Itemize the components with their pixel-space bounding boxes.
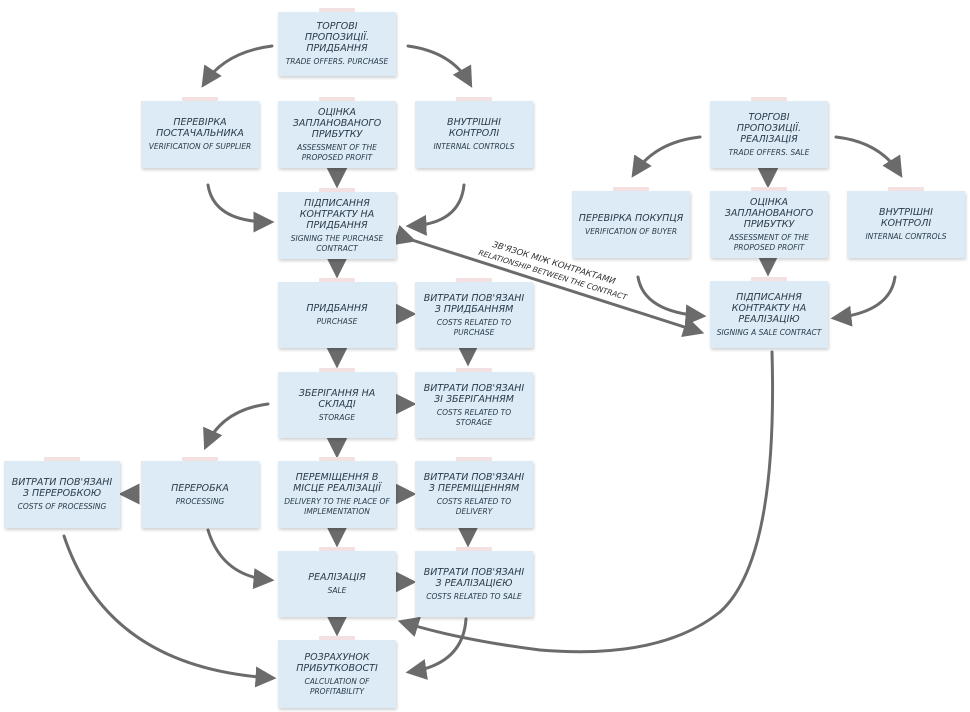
node-trade-sale: Торгові пропозиції. РеалізаціяTrade offe… <box>710 97 828 168</box>
arrow-trade-to-internal-p <box>406 44 473 88</box>
node-costs-delivery: Витрати пов'язані з переміщеннямCosts re… <box>415 457 533 528</box>
node-purchase-en: Purchase <box>316 317 358 326</box>
node-assess-profit-sale-en: Assessment of the proposed profit <box>729 232 809 252</box>
node-trade-purchase: Торгові пропозиції. ПридбанняTrade offer… <box>278 8 396 76</box>
arrow-contract-relationship <box>393 224 705 337</box>
arrow-internal-s-to-sign <box>830 275 897 327</box>
arrow-processing-to-sale <box>206 528 275 590</box>
node-trade-sale-ua: Торгові пропозиції. Реалізація <box>736 111 802 145</box>
node-costs-delivery-ua: Витрати пов'язані з переміщенням <box>423 472 525 494</box>
node-assess-profit-sale: Оцінка запланованого прибуткуAssessment … <box>710 187 828 258</box>
node-assess-profit-sale-ua: Оцінка запланованого прибутку <box>724 196 814 230</box>
node-verify-buyer-ua: Перевірка покупця <box>578 212 684 224</box>
node-internal-controls-sale-en: Internal controls <box>865 232 947 241</box>
node-sign-purchase-contract: Підписання контракту на придбанняSigning… <box>278 188 396 259</box>
node-verify-buyer-en: Verification of buyer <box>584 226 678 236</box>
node-processing: ПереробкаProcessing <box>141 457 259 528</box>
node-storage-en: Storage <box>318 412 356 422</box>
node-processing-ua: Переробка <box>171 482 229 494</box>
node-verify-supplier-ua: Перевірка постачальника <box>156 117 244 139</box>
node-processing-en: Processing <box>175 496 225 506</box>
arrow-sign-sale-to-sale <box>397 350 775 654</box>
node-assess-profit-purchase-en: Assessment of the proposed profit <box>297 142 377 162</box>
node-delivery: Переміщення в місце реалізаціїDelivery t… <box>278 457 396 528</box>
node-sale-ua: Реалізація <box>308 572 366 583</box>
node-verify-supplier-en: Verification of supplier <box>148 142 252 151</box>
node-costs-purchase-ua: Витрати пов'язані з придбанням <box>423 292 525 315</box>
node-costs-storage-ua: Витрати пов'язані зі зберіганням <box>423 382 525 405</box>
node-sign-sale-contract: Підписання контракту на реалізаціюSignin… <box>710 277 828 348</box>
node-purchase-ua: Придбання <box>306 303 368 314</box>
node-verify-supplier: Перевірка постачальникаVerification of s… <box>141 97 259 168</box>
node-trade-sale-en: Trade offers. Sale <box>728 147 810 157</box>
node-assess-profit-purchase: Оцінка запланованого прибуткуAssessment … <box>278 97 396 168</box>
node-calc-profitability-ua: Розрахунок прибутковості <box>296 651 378 674</box>
node-costs-purchase: Витрати пов'язані з придбаннямCosts rela… <box>415 278 533 348</box>
node-storage: Зберігання на складіStorage <box>278 368 396 438</box>
node-internal-controls-purchase-en: Internal controls <box>433 142 515 151</box>
node-sign-purchase-contract-ua: Підписання контракту на придбання <box>299 197 375 231</box>
node-costs-sale-ua: Витрати пов'язані з реалізацією <box>423 566 525 589</box>
node-costs-sale: Витрати пов'язані з реалізацієюCosts rel… <box>415 547 533 617</box>
node-delivery-en: Delivery to the place of implementation <box>284 497 390 516</box>
node-costs-processing-en: Costs of processing <box>17 502 107 511</box>
node-trade-purchase-en: Trade offers. Purchase <box>285 57 389 66</box>
node-sign-sale-contract-ua: Підписання контракту на реалізацію <box>731 291 807 325</box>
node-internal-controls-purchase-ua: Внутрішні контролі <box>447 117 501 139</box>
arrow-internal-p-to-sign <box>405 183 466 236</box>
node-trade-purchase-ua: Торгові пропозиції. Придбання <box>304 21 370 54</box>
node-purchase: ПридбанняPurchase <box>278 278 396 348</box>
node-costs-storage-en: Costs related to storage <box>436 407 512 427</box>
arrow-verify-supplier-to-sign <box>206 183 275 233</box>
node-costs-delivery-en: Costs related to delivery <box>436 497 512 516</box>
node-assess-profit-purchase-ua: Оцінка запланованого прибутку <box>292 106 382 140</box>
node-costs-storage: Витрати пов'язані зі зберіганнямCosts re… <box>415 368 533 438</box>
node-costs-processing: Витрати пов'язані з переробкоюCosts of p… <box>4 457 120 528</box>
arrow-trade-sale-to-internal-s <box>834 135 903 178</box>
node-calc-profitability: Розрахунок прибутковостіCalculation of p… <box>278 636 396 708</box>
node-costs-purchase-en: Costs related to purchase <box>436 317 512 337</box>
arrow-trade-sale-to-verify-buyer <box>631 135 702 178</box>
node-calc-profitability-en: Calculation of profitability <box>304 676 370 696</box>
node-delivery-ua: Переміщення в місце реалізації <box>293 472 381 494</box>
node-internal-controls-sale: Внутрішні контроліInternal controls <box>847 187 965 258</box>
node-internal-controls-sale-ua: Внутрішні контролі <box>879 207 933 229</box>
arrow-storage-to-processing <box>203 402 270 451</box>
node-internal-controls-purchase: Внутрішні контроліInternal controls <box>415 97 533 168</box>
node-sign-sale-contract-en: Signing a sale contract <box>716 327 822 337</box>
node-sign-purchase-contract-en: Signing the purchase contract <box>290 233 384 253</box>
node-costs-sale-en: Costs related to sale <box>426 591 522 601</box>
arrow-verify-buyer-to-sign <box>636 275 707 326</box>
arrow-costs-sale-to-calc <box>405 617 468 680</box>
node-sale: РеалізаціяSale <box>278 547 396 617</box>
node-costs-processing-ua: Витрати пов'язані з переробкою <box>11 477 113 499</box>
node-storage-ua: Зберігання на складі <box>298 387 376 410</box>
arrow-trade-to-verify-supplier <box>201 44 274 88</box>
node-verify-buyer: Перевірка покупцяVerification of buyer <box>572 187 690 258</box>
arrow-costs-processing-to-calc <box>62 534 277 688</box>
node-sale-en: Sale <box>327 586 347 595</box>
